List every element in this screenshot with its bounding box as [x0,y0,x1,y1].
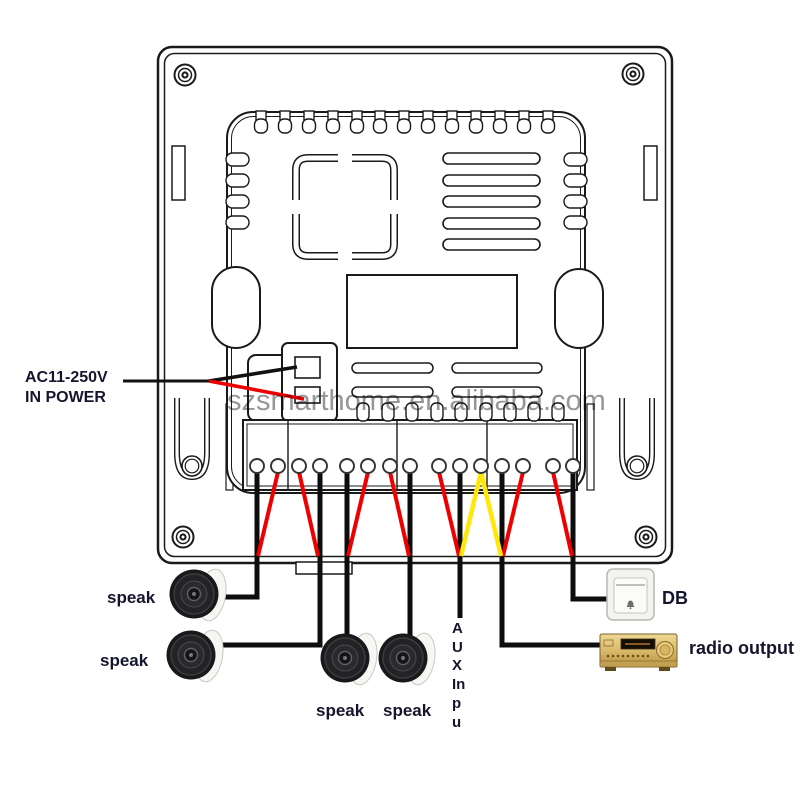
screw-icon [634,525,658,549]
radio-receiver-icon [599,633,678,671]
radio-wire-black [499,472,602,648]
terminal-block-clips [356,402,565,422]
mounting-hooks [174,398,655,481]
wires-yellow [458,471,504,557]
doorbell-switch-icon [606,568,655,621]
ceiling-speaker-icon [319,630,382,688]
power-pointer-lines [123,365,305,401]
corner-bracket-square [292,154,398,260]
terminal-row [249,458,581,474]
display-window [346,274,518,349]
speaker-wires-black [222,472,413,648]
speaker-label-3: speak [316,701,365,720]
db-label: DB [662,588,688,608]
top-clip-tabs [253,110,556,134]
speaker-label-1: speak [107,588,156,607]
aux-input-label: A U X In p u [452,620,466,731]
power-label-line2: IN POWER [25,389,106,406]
speaker-label-2: speak [100,651,149,670]
ceiling-speaker-icon [165,627,228,685]
db-wire-black [570,472,609,602]
radio-output-label: radio output [689,638,794,658]
screw-icon [621,62,645,86]
wires-red [256,471,574,557]
oval-cutouts [211,266,604,349]
power-label: AC11-250V IN POWER [25,368,108,408]
power-label-line1: AC11-250V [25,369,108,386]
screw-icon [171,525,195,549]
ceiling-speaker-icon [168,566,231,624]
watermark: szsmarthome.en.alibaba.com [227,385,606,417]
speaker-label-4: speak [383,701,432,720]
vent-slots [442,152,541,251]
side-bullet-tabs [225,152,588,230]
screw-icon [173,63,197,87]
ceiling-speaker-icon [377,630,440,688]
bottom-tab [295,561,353,575]
lower-pill-slots [351,362,543,398]
